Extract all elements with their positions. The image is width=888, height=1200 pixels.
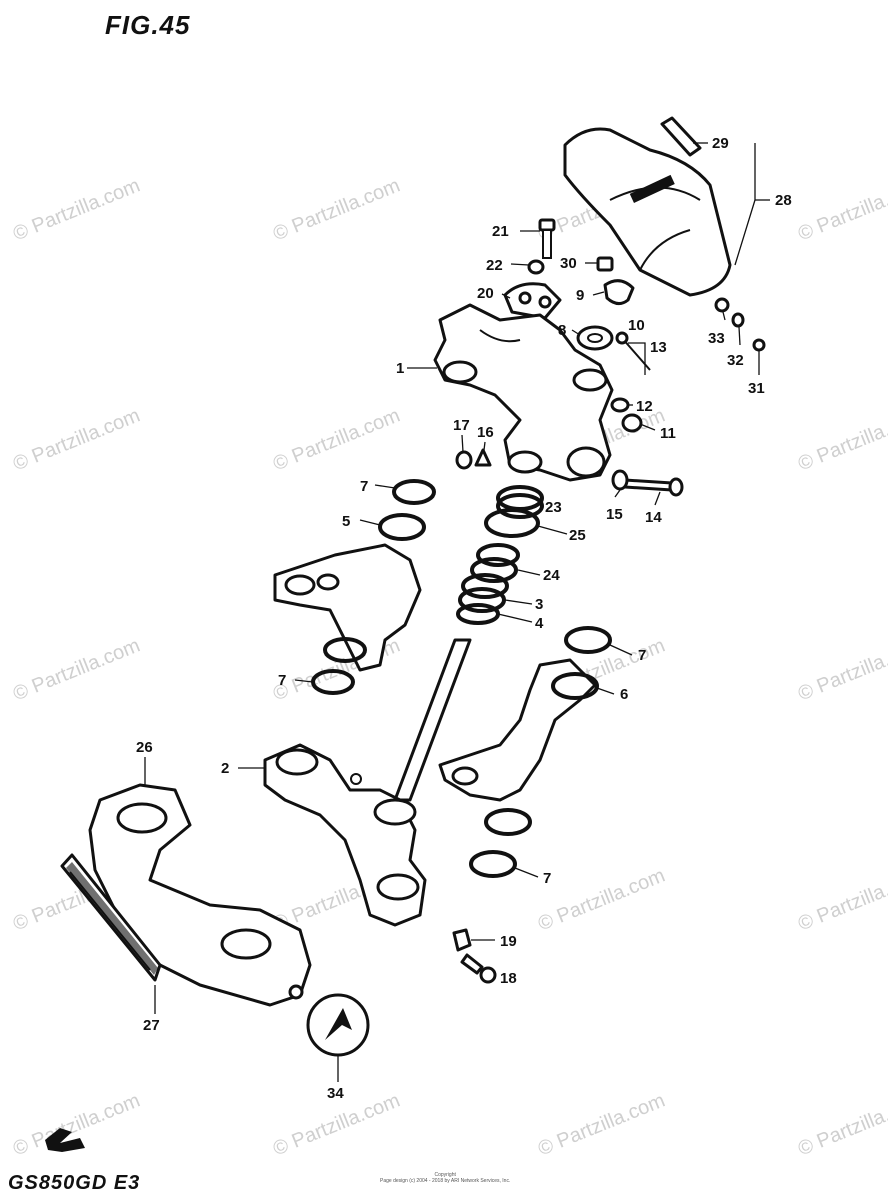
callout-7-right-top: 7 — [638, 647, 646, 664]
part-7a-ring — [392, 479, 436, 505]
part-16-washer — [474, 448, 492, 467]
callout-25: 25 — [569, 527, 586, 544]
callout-15: 15 — [606, 506, 623, 523]
part-3-bearing — [458, 573, 509, 613]
part-2-steering-stem — [263, 638, 472, 927]
part-17-nut — [455, 450, 473, 470]
part-21-bolt — [538, 218, 556, 259]
part-27-reflector — [60, 853, 162, 982]
part-22-washer — [527, 259, 545, 275]
part-9-cap — [603, 279, 635, 305]
callout-7-left: 7 — [278, 672, 286, 689]
model-code: GS850GD E3 — [8, 1172, 141, 1194]
part-31-screw — [752, 338, 766, 352]
callout-18: 18 — [500, 970, 517, 987]
part-34-cap — [306, 993, 370, 1057]
callout-7-right-bottom: 7 — [543, 870, 551, 887]
callout-34: 34 — [327, 1085, 344, 1102]
callout-29: 29 — [712, 135, 729, 152]
callout-1: 1 — [396, 360, 404, 377]
copyright-note: Copyright Page design (c) 2004 - 2018 by… — [380, 1172, 511, 1184]
part-19-clamp — [452, 928, 472, 952]
part-7c-ring — [311, 669, 355, 695]
part-29-clip — [660, 116, 702, 157]
part-24-bearing — [470, 543, 520, 583]
part-18-bolt — [460, 953, 497, 984]
callout-10: 10 — [628, 317, 645, 334]
part-6-right-bracket — [438, 658, 599, 802]
callout-4: 4 — [535, 615, 544, 632]
part-33-nut — [714, 297, 730, 313]
part-26-lower-cover — [88, 783, 312, 1007]
callout-22: 22 — [486, 257, 503, 274]
callout-7: 7 — [360, 478, 368, 495]
callout-23: 23 — [545, 499, 562, 516]
callout-30: 30 — [560, 255, 577, 272]
part-7b-ring — [323, 637, 367, 663]
part-4-seal — [456, 603, 500, 625]
part-5-left-bracket — [273, 543, 422, 672]
part-12-washer — [610, 397, 630, 413]
callout-17: 17 — [453, 417, 470, 434]
callout-9: 9 — [576, 287, 584, 304]
callout-28: 28 — [775, 192, 792, 209]
part-15-washer — [611, 469, 629, 491]
callout-19: 19 — [500, 933, 517, 950]
callout-27: 27 — [143, 1017, 160, 1034]
part-5-ring — [378, 513, 426, 541]
callout-31: 31 — [748, 380, 765, 397]
callout-11: 11 — [660, 425, 676, 442]
callouts: 29 28 21 22 30 9 20 1 8 10 13 12 11 33 3… — [136, 135, 792, 1102]
part-1-upper-bracket — [433, 303, 614, 482]
callout-20: 20 — [477, 285, 494, 302]
callout-2: 2 — [221, 760, 229, 777]
part-7d-ring — [564, 626, 612, 654]
part-25-washer — [484, 508, 540, 538]
callout-24: 24 — [543, 567, 560, 584]
part-28-cover — [563, 127, 732, 297]
part-32-grommet — [731, 312, 745, 328]
callout-33: 33 — [708, 330, 725, 347]
callout-32: 32 — [727, 352, 744, 369]
part-8-washer — [576, 325, 614, 351]
part-20-holder — [503, 282, 562, 320]
callout-14: 14 — [645, 509, 662, 526]
part-11-nut — [621, 413, 643, 433]
leader-lines — [144, 142, 770, 1082]
callout-6: 6 — [620, 686, 628, 703]
logo-mark-icon — [45, 1128, 85, 1152]
callout-26: 26 — [136, 739, 153, 756]
callout-8: 8 — [558, 322, 566, 339]
callout-3: 3 — [535, 596, 543, 613]
part-30-nut — [596, 256, 614, 272]
figure-title: FIG.45 — [105, 10, 191, 40]
callout-16: 16 — [477, 424, 494, 441]
callout-21: 21 — [492, 223, 509, 240]
part-14-bolt — [623, 477, 684, 497]
part-7e-ring — [469, 808, 532, 878]
callout-13: 13 — [650, 339, 667, 356]
callout-5: 5 — [342, 513, 350, 530]
callout-12: 12 — [636, 398, 653, 415]
